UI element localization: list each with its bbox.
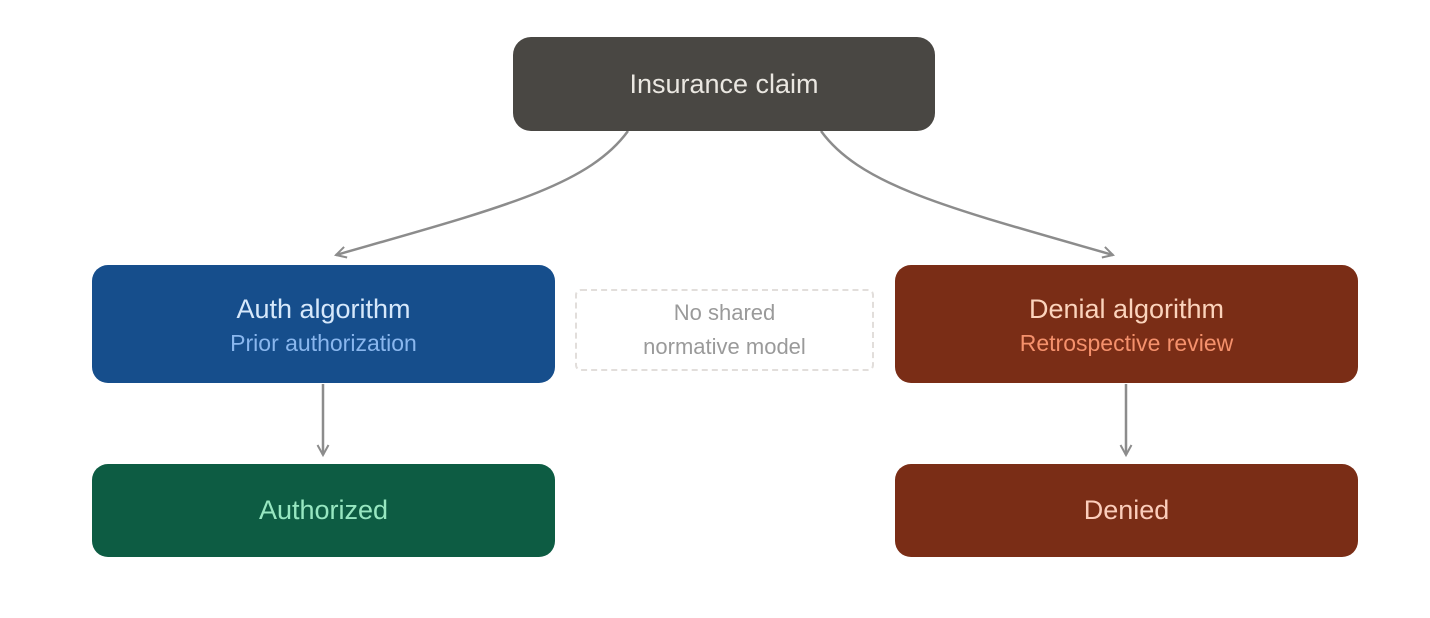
node-insurance-claim: Insurance claim: [513, 37, 935, 131]
denial-algorithm-subtitle: Retrospective review: [1019, 330, 1234, 356]
no-shared-model-line1: No shared: [673, 300, 776, 325]
node-denied: Denied: [895, 464, 1358, 557]
node-authorized: Authorized: [92, 464, 555, 557]
denial-algorithm-title: Denial algorithm: [1028, 294, 1225, 324]
node-denial-algorithm: Denial algorithm Retrospective review: [895, 265, 1358, 383]
authorized-label: Authorized: [258, 495, 389, 525]
node-auth-algorithm: Auth algorithm Prior authorization: [92, 265, 555, 383]
edge-claim-to-auth: [334, 130, 630, 259]
auth-algorithm-subtitle: Prior authorization: [230, 330, 417, 356]
no-shared-model-line2: normative model: [643, 334, 806, 359]
denied-label: Denied: [1083, 495, 1170, 525]
node-no-shared-normative-model: No shared normative model: [575, 289, 874, 371]
edge-claim-to-denial: [819, 130, 1115, 259]
auth-algorithm-title: Auth algorithm: [236, 294, 411, 324]
insurance-claim-label: Insurance claim: [629, 68, 819, 99]
